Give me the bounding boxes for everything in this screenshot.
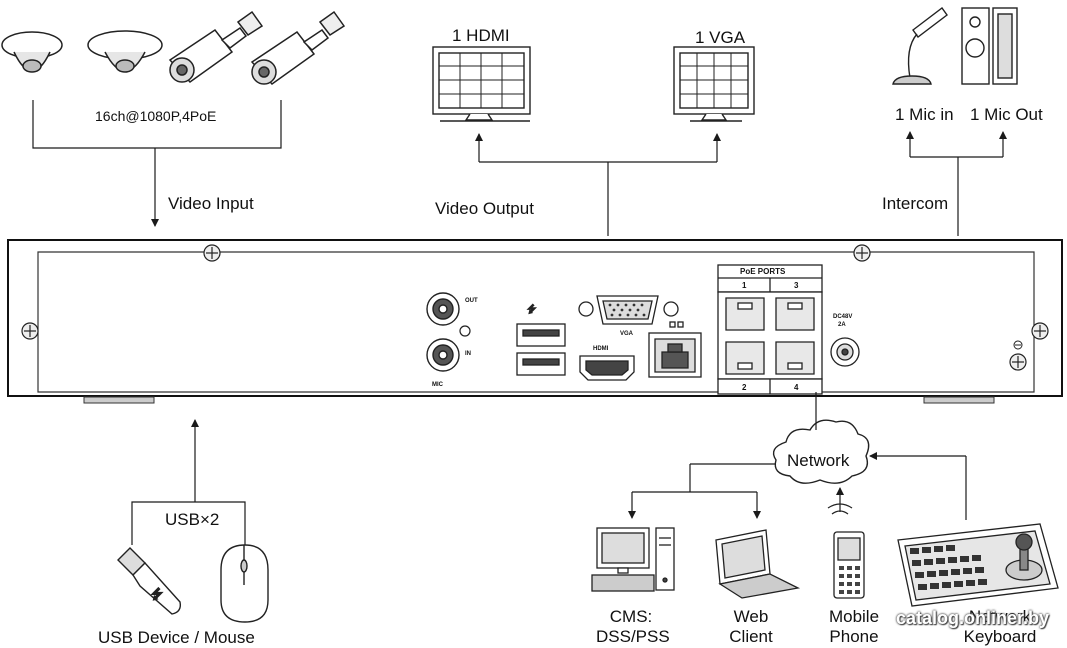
dome-camera-2-icon (87, 30, 163, 73)
mic-out-label: 1 Mic Out (970, 105, 1043, 124)
web-label-line1: Web (733, 607, 769, 626)
usb-flash-drive-icon: ⭍ (117, 547, 182, 615)
poe-port-1-label: 1 (742, 281, 747, 290)
ground-icon (1013, 340, 1023, 350)
camera-spec-label: 16ch@1080P,4PoE (95, 108, 217, 124)
video-output-connector (475, 133, 721, 236)
usb-connector (131, 419, 246, 545)
vga-port-label: VGA (620, 331, 634, 337)
hdmi-label: 1 HDMI (452, 26, 510, 45)
nvr-rear-panel (7, 239, 1063, 404)
poe-ports-label: PoE PORTS (740, 267, 786, 276)
keyboard-label-line1: Network (968, 607, 1032, 626)
laptop-icon (715, 529, 801, 599)
vga-port (578, 295, 679, 325)
intercom-label: Intercom (882, 194, 949, 213)
dc-power-jack (830, 337, 860, 367)
network-connector (628, 392, 967, 520)
usb-device-label: USB Device / Mouse (98, 628, 255, 647)
svg-text:⭍: ⭍ (528, 304, 536, 314)
mouse-icon (220, 544, 269, 623)
mobile-phone-icon (827, 503, 865, 599)
dc-label: DC48V (833, 314, 852, 320)
poe-port-2-label: 2 (742, 383, 747, 392)
poe-port-3-label: 3 (794, 281, 799, 290)
video-input-connector (32, 100, 282, 227)
intercom-connector (906, 131, 1007, 236)
video-input-label: Video Input (168, 194, 254, 213)
network-label: Network (787, 451, 850, 470)
hdmi-port-label: HDMI (593, 346, 609, 352)
usb-count-label: USB×2 (165, 510, 220, 529)
mic-in-label: 1 Mic in (895, 105, 954, 124)
web-label-line2: Client (729, 627, 773, 646)
speaker-icon (961, 7, 1018, 85)
screw-icon (21, 244, 1049, 371)
svg-text:⭍: ⭍ (152, 587, 162, 601)
mic-label: MIC (432, 382, 444, 388)
usb-port-icon: ⭍ (516, 303, 566, 376)
vga-label: 1 VGA (695, 28, 746, 47)
microphone-icon (892, 7, 948, 85)
bullet-camera-2-icon (250, 10, 346, 85)
vga-monitor-icon (673, 46, 755, 122)
mobile-label-line1: Mobile (828, 607, 880, 626)
mobile-label-line2: Phone (829, 627, 879, 646)
audio-in-label: IN (465, 351, 471, 357)
network-cloud-icon (772, 419, 870, 484)
cms-label-line1: CMS: (609, 607, 653, 626)
poe-ports-block (717, 264, 823, 395)
dc-sub-label: 2A (838, 322, 846, 328)
lan-port (648, 321, 702, 378)
dome-camera-icon (1, 31, 63, 73)
audio-in-jack (426, 338, 460, 372)
hdmi-port (579, 355, 635, 381)
network-keyboard-icon (897, 523, 1059, 607)
indicator-led-icon (459, 325, 471, 337)
keyboard-label-line2: Keyboard (963, 627, 1037, 646)
audio-out-jack (426, 292, 460, 326)
cms-label-line2: DSS/PSS (596, 627, 670, 646)
video-output-label: Video Output (435, 199, 534, 218)
audio-out-label: OUT (465, 298, 478, 304)
hdmi-monitor-icon (432, 46, 531, 122)
bullet-camera-icon (168, 10, 264, 83)
desktop-computer-icon (591, 527, 675, 592)
watermark: catalog.onliner.by (895, 608, 1049, 628)
poe-port-4-label: 4 (794, 383, 799, 392)
